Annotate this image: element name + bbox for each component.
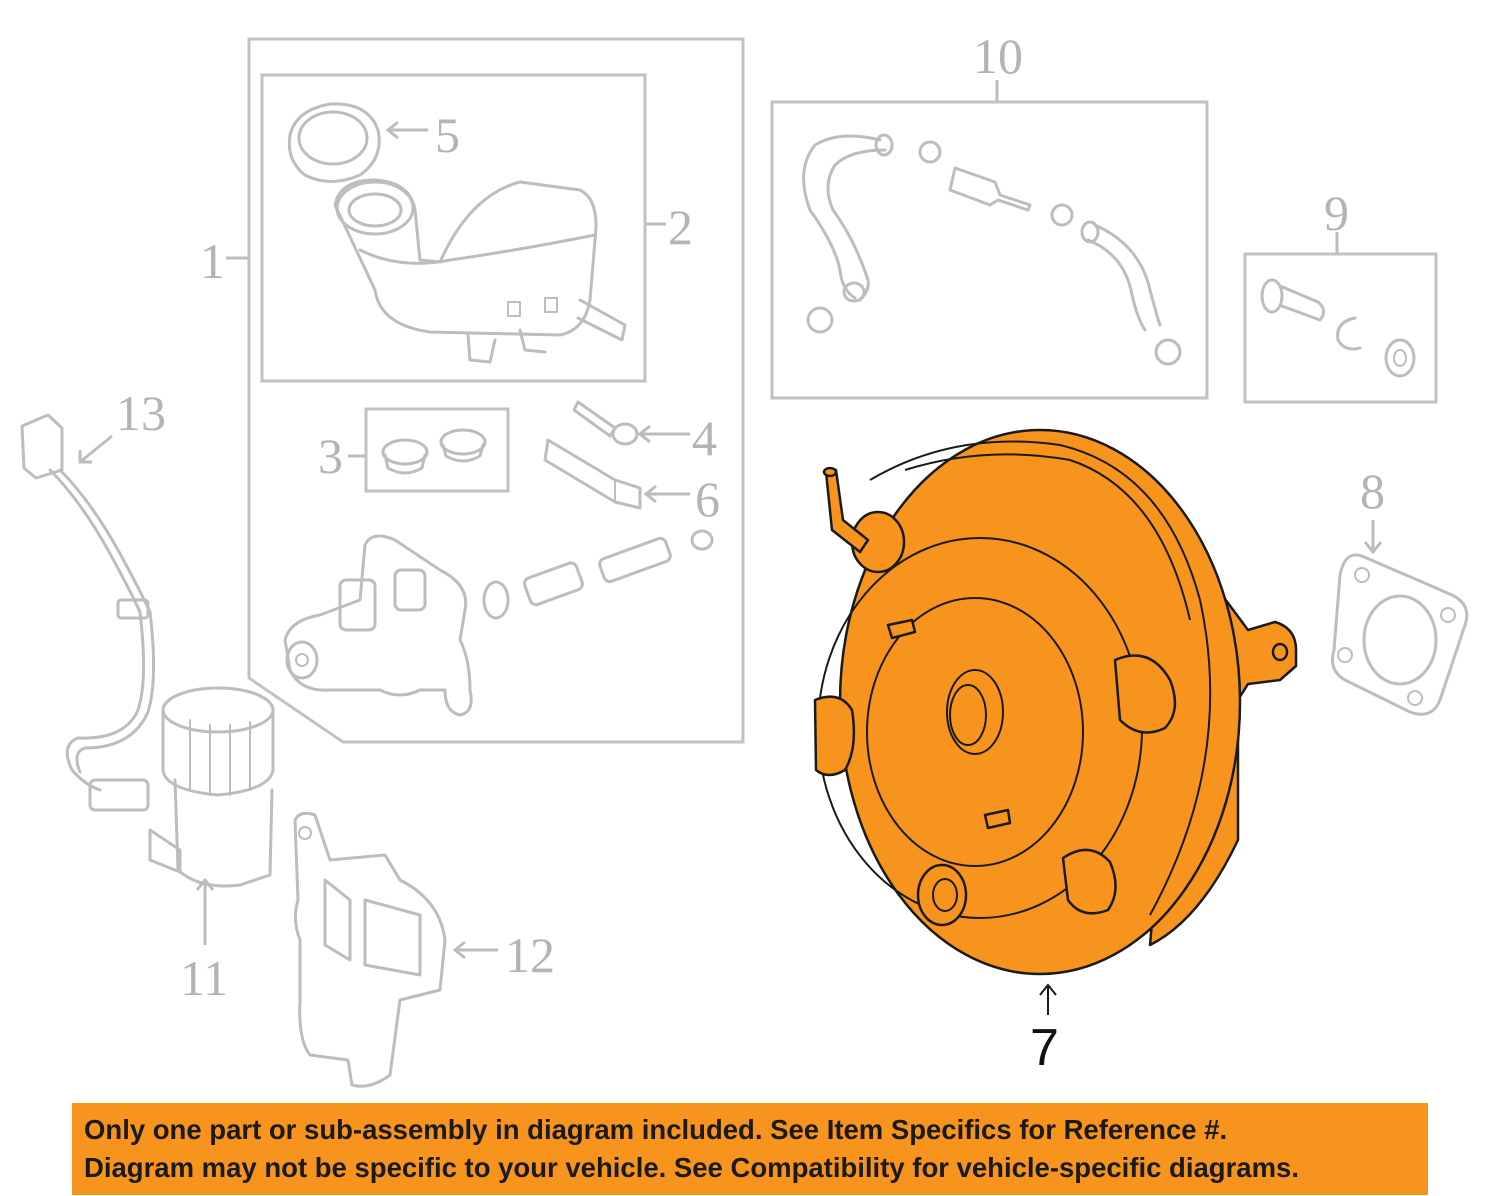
master-cylinder-assembly-box xyxy=(226,37,745,744)
callout-12: 12 xyxy=(505,927,555,983)
callout-4: 4 xyxy=(692,410,717,466)
callout-7: 7 xyxy=(1030,1019,1059,1077)
bolt-icon xyxy=(572,400,690,446)
pin-icon xyxy=(543,438,690,510)
disclaimer-line-1: Only one part or sub-assembly in diagram… xyxy=(84,1114,1228,1145)
master-cylinder-icon xyxy=(283,529,714,717)
callout-8: 8 xyxy=(1360,463,1385,519)
reservoir-cap-icon xyxy=(287,102,428,183)
disclaimer-banner: Only one part or sub-assembly in diagram… xyxy=(72,1103,1428,1195)
brake-booster-highlighted-part[interactable] xyxy=(813,428,1298,1015)
brake-system-exploded-diagram: 1 2 3 4 5 6 7 8 9 10 11 12 13 xyxy=(20,28,1469,1088)
callout-10: 10 xyxy=(973,28,1023,84)
mounting-bracket-icon xyxy=(293,811,498,1088)
callout-2: 2 xyxy=(668,199,693,255)
callout-5: 5 xyxy=(435,107,460,163)
vacuum-pump-icon xyxy=(148,686,275,945)
check-valve-box xyxy=(1243,232,1438,404)
callout-13: 13 xyxy=(116,385,166,441)
brake-fluid-reservoir-icon xyxy=(333,178,627,364)
vacuum-hose-kit-box xyxy=(770,80,1209,400)
wiring-harness-icon xyxy=(20,413,156,812)
gasket-icon xyxy=(1330,520,1469,716)
grommets-icon xyxy=(348,428,487,475)
disclaimer-line-2: Diagram may not be specific to your vehi… xyxy=(84,1152,1299,1183)
callout-6: 6 xyxy=(695,471,720,527)
callout-1: 1 xyxy=(200,233,225,289)
callout-3: 3 xyxy=(318,428,343,484)
callout-11: 11 xyxy=(180,950,228,1006)
callout-9: 9 xyxy=(1324,185,1349,241)
